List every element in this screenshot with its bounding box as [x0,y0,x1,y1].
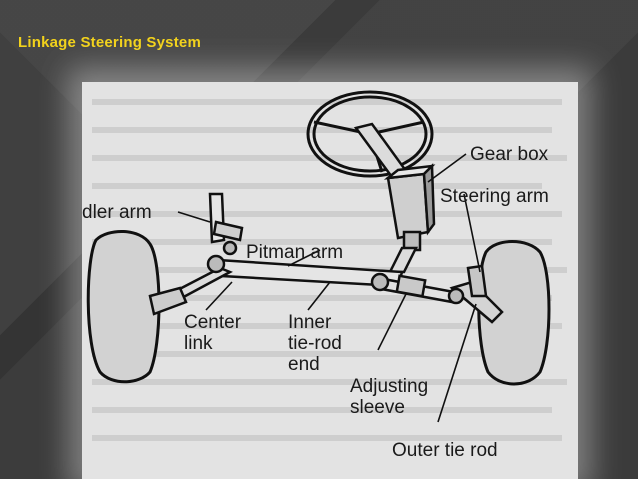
label-idler-arm: dler arm [82,202,152,223]
left-tire [86,229,161,384]
label-pitman-arm: Pitman arm [246,242,344,263]
idler-arm-shape [208,192,244,256]
label-inner-tie-rod-end: Inner tie-rod end [288,312,342,375]
leader-lines [177,153,481,423]
right-tie-rod [370,264,504,324]
slide-title: Linkage Steering System [18,34,201,51]
diagram-drawing [86,90,567,441]
right-tire [477,240,551,386]
steering-diagram: Gear box Steering arm dler arm Pitman ar… [82,82,578,479]
left-tie-rod [148,254,233,316]
label-gear-box: Gear box [470,144,549,165]
label-outer-tie-rod: Outer tie rod [392,440,498,461]
gear-box-shape [383,163,436,252]
label-center-link: Center link [184,312,242,354]
pitman-arm-shape [387,246,419,274]
label-adjusting-sleeve: Adjusting sleeve [350,376,429,418]
label-steering-arm: Steering arm [440,186,549,207]
